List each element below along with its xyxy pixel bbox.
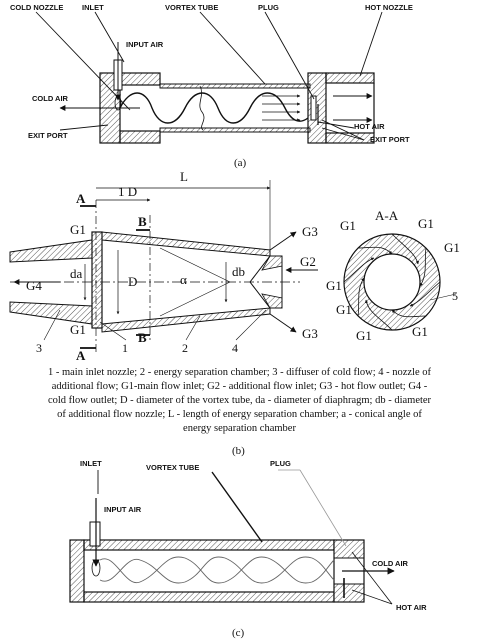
legend-line: cold flow outlet; D - diameter of the vo… [47, 395, 432, 406]
label-cold-nozzle: COLD NOZZLE [10, 3, 63, 12]
part-number-5: 5 [452, 289, 458, 303]
label-alpha: α [180, 272, 187, 287]
section-A-bottom: A [76, 348, 86, 363]
figure-a: COLD NOZZLE INLET VORTEX TUBE PLUG HOT N… [10, 3, 413, 169]
label-g3-top: G3 [302, 224, 318, 239]
section-g1-label: G1 [340, 218, 356, 233]
energy-separation-chamber [101, 231, 271, 257]
legend-line: energy separation chamber [183, 423, 296, 434]
figure-b-section-view: A-A G1 G1 G1 G1 G1 G1 G1 5 [326, 208, 460, 343]
label-db: db [232, 264, 245, 279]
figure-c: INLET VORTEX TUBE PLUG INPUT AIR COLD AI… [69, 459, 427, 639]
section-g1-label: G1 [336, 302, 352, 317]
section-g1-label: G1 [412, 324, 428, 339]
label-g2: G2 [300, 254, 316, 269]
label-g4: G4 [26, 278, 42, 293]
label-vortex-tube-c: VORTEX TUBE [146, 463, 199, 472]
main-inlet-nozzle [91, 231, 103, 329]
label-exit-port-left: EXIT PORT [28, 131, 68, 140]
section-g1-label: G1 [444, 240, 460, 255]
label-hot-nozzle: HOT NOZZLE [365, 3, 413, 12]
part-number-4: 4 [232, 341, 238, 355]
legend-line: 1 - main inlet nozzle; 2 - energy separa… [47, 367, 432, 378]
section-B-top: B [138, 214, 147, 229]
vortex-helix-a [119, 92, 309, 124]
section-g1-label: G1 [418, 216, 434, 231]
label-g3-bottom: G3 [302, 326, 318, 341]
label-cold-air-a: COLD AIR [32, 94, 69, 103]
label-D: D [128, 274, 137, 289]
caption-a: (a) [234, 157, 247, 169]
legend-line: additional flow; G1-main flow inlet; G2 … [51, 381, 428, 392]
dim-L: L [180, 169, 188, 184]
label-vortex-tube-a: VORTEX TUBE [165, 3, 218, 12]
part-number-3: 3 [36, 341, 42, 355]
section-A-top: A [76, 191, 86, 206]
section-g1-label: G1 [326, 278, 342, 293]
label-plug-a: PLUG [258, 3, 279, 12]
cold-diffuser [9, 239, 93, 263]
label-g1-top: G1 [70, 222, 86, 237]
section-title-AA: A-A [375, 208, 399, 223]
label-cold-air-c: COLD AIR [372, 559, 409, 568]
label-plug-c: PLUG [270, 459, 291, 468]
label-da: da [70, 266, 83, 281]
label-hot-air-c: HOT AIR [396, 603, 427, 612]
caption-c: (c) [232, 627, 245, 639]
label-input-air-a: INPUT AIR [126, 40, 164, 49]
figure-b-legend: 1 - main inlet nozzle; 2 - energy separa… [0, 366, 479, 436]
part-number-1: 1 [122, 341, 128, 355]
label-hot-air-a: HOT AIR [354, 122, 385, 131]
label-g1-bottom: G1 [70, 322, 86, 337]
section-B-bottom: B [138, 330, 147, 345]
part-number-2: 2 [182, 341, 188, 355]
label-inlet-a: INLET [82, 3, 104, 12]
vortex-helix-c [99, 556, 335, 584]
label-exit-port-right: EXIT PORT [370, 135, 410, 144]
vortex-tube-body-a [99, 59, 375, 144]
label-input-air-c: INPUT AIR [104, 505, 142, 514]
caption-b: (b) [232, 445, 245, 457]
label-inlet-c: INLET [80, 459, 102, 468]
figure-b-side-view: L 1 D A A B B G1 G1 G3 G3 G2 G4 da D α d… [9, 169, 318, 363]
legend-line: of additional flow nozzle; L - length of… [57, 409, 422, 420]
section-g1-label: G1 [356, 328, 372, 343]
dim-1D: 1 D [118, 184, 137, 199]
